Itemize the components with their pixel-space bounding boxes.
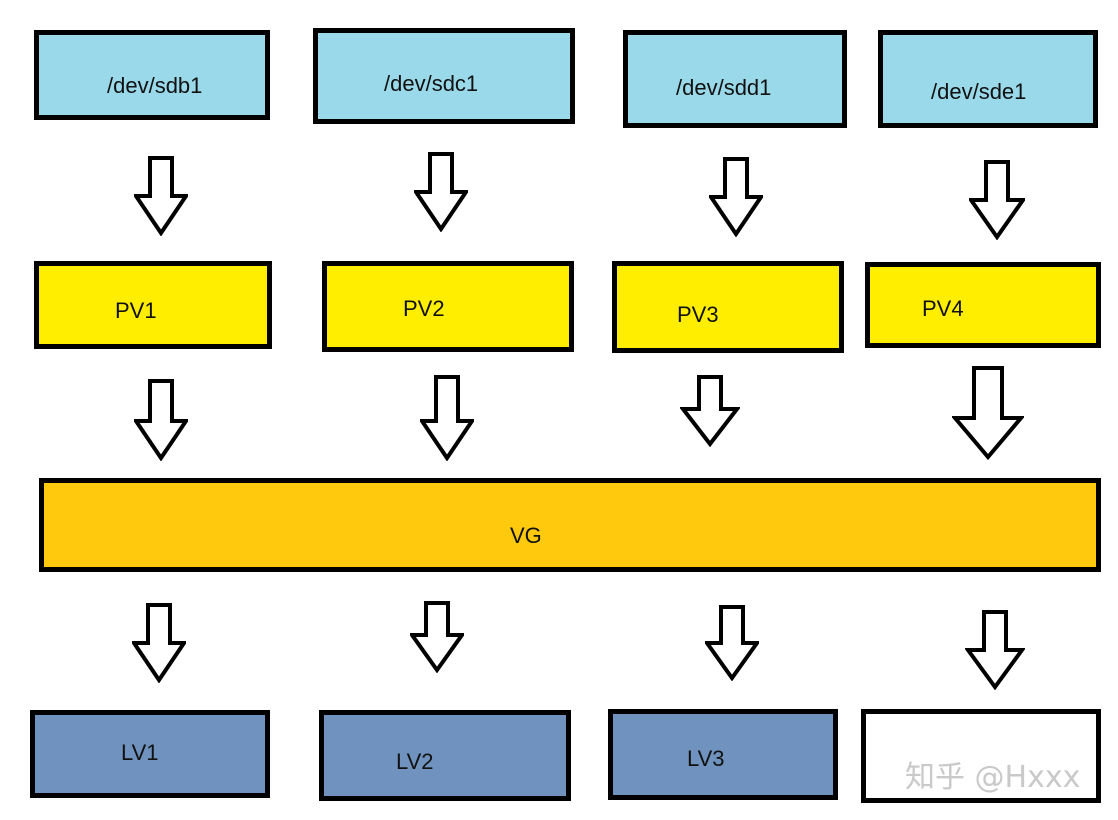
device-box-sde1: /dev/sde1	[878, 30, 1098, 128]
lv-box-2: LV2	[319, 710, 571, 801]
pv-box-3: PV3	[612, 261, 844, 353]
pv-box-2: PV2	[322, 261, 574, 352]
vg-box: VG	[39, 478, 1101, 572]
down-arrow-icon	[680, 375, 740, 447]
down-arrow-icon	[709, 157, 763, 237]
down-arrow-icon	[420, 375, 474, 461]
pv-label: PV2	[403, 296, 445, 321]
device-label: /dev/sdb1	[107, 73, 203, 98]
lv-box-1: LV1	[30, 710, 270, 798]
down-arrow-icon	[965, 610, 1025, 690]
watermark: 知乎 @Hxxx	[905, 760, 1081, 795]
pv-box-1: PV1	[34, 261, 272, 349]
down-arrow-icon	[705, 605, 759, 681]
device-box-sdb1: /dev/sdb1	[34, 30, 270, 120]
down-arrow-icon	[134, 379, 188, 461]
device-box-sdc1: /dev/sdc1	[313, 28, 575, 124]
down-arrow-icon	[952, 366, 1024, 460]
device-label: /dev/sdd1	[676, 75, 772, 100]
down-arrow-icon	[410, 601, 464, 673]
vg-label: VG	[510, 523, 542, 548]
pv-label: PV1	[115, 298, 157, 323]
down-arrow-icon	[969, 160, 1025, 240]
device-box-sdd1: /dev/sdd1	[623, 30, 847, 128]
pv-label: PV3	[677, 302, 719, 327]
pv-box-4: PV4	[865, 262, 1101, 348]
lv-label: LV1	[121, 740, 159, 765]
pv-label: PV4	[922, 296, 964, 321]
lv-label: LV2	[396, 749, 434, 774]
down-arrow-icon	[134, 156, 188, 236]
down-arrow-icon	[414, 152, 468, 232]
device-label: /dev/sde1	[931, 79, 1027, 104]
device-label: /dev/sdc1	[384, 71, 479, 96]
lv-box-3: LV3	[608, 709, 838, 800]
down-arrow-icon	[132, 603, 186, 683]
lv-box-empty	[861, 709, 1101, 803]
lv-label: LV3	[687, 746, 725, 771]
